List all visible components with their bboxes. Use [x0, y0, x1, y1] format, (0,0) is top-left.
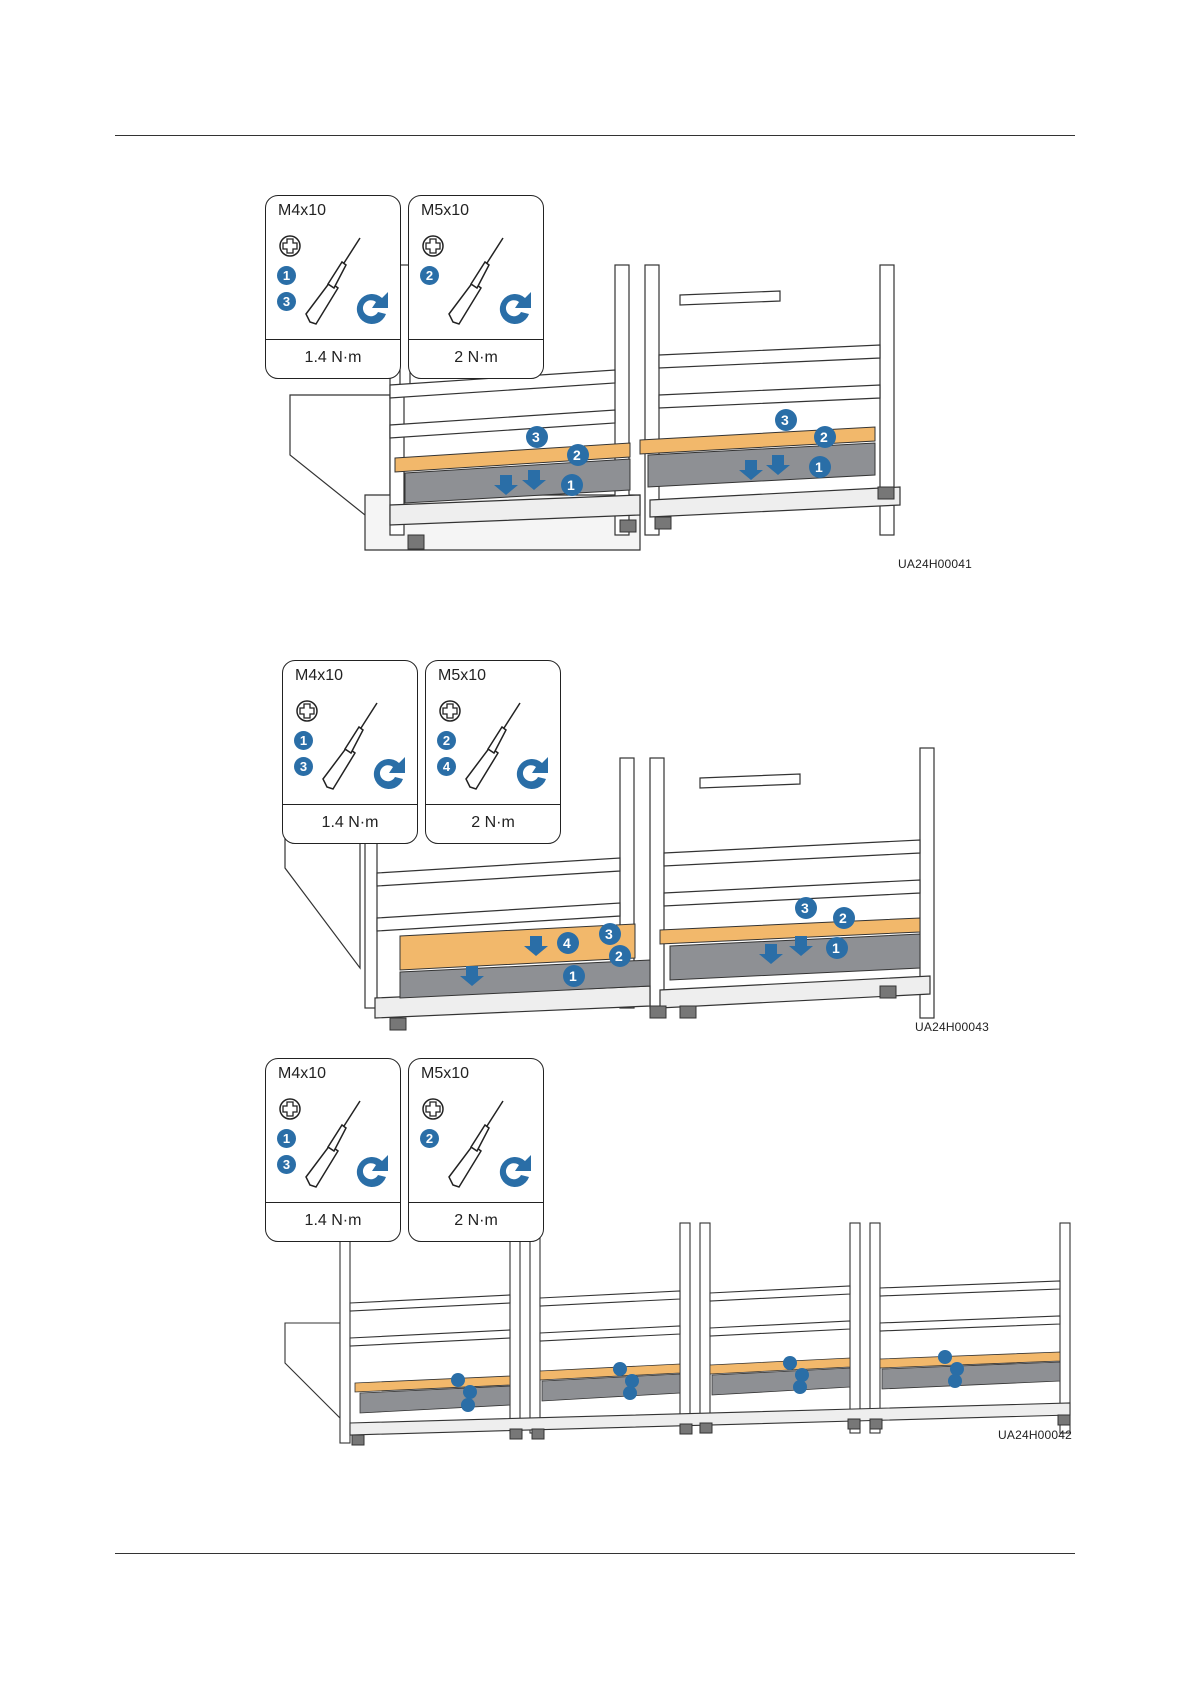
torque-value: 1.4 N·m	[266, 1202, 400, 1241]
tool-card-m5: M5x10 2 4 2 N·m	[425, 660, 561, 844]
screw-size-label: M4x10	[278, 202, 326, 220]
svg-text:3: 3	[532, 429, 540, 445]
step-badge: 2	[437, 731, 456, 750]
svg-text:1: 1	[815, 459, 823, 475]
tool-card-m5: M5x10 2 2 N·m	[408, 195, 544, 379]
svg-text:1: 1	[832, 940, 840, 956]
svg-text:3: 3	[781, 412, 789, 428]
step-badge: 1	[277, 266, 296, 285]
tool-card-m4: M4x10 1 3 1.4 N·m	[265, 1058, 401, 1242]
rotate-clockwise-icon	[512, 753, 552, 793]
figure-code: UA24H00043	[915, 1020, 989, 1034]
rotate-clockwise-icon	[495, 1151, 535, 1191]
screw-size-label: M5x10	[421, 202, 469, 220]
svg-text:2: 2	[573, 447, 581, 463]
step-badge: 3	[277, 1155, 296, 1174]
torque-value: 2 N·m	[409, 339, 543, 378]
step-badge: 2	[420, 266, 439, 285]
torque-value: 2 N·m	[426, 804, 560, 843]
step-list: 2	[420, 1129, 439, 1155]
svg-text:2: 2	[839, 910, 847, 926]
torque-value: 1.4 N·m	[266, 339, 400, 378]
figure-1: 3 2 1 3 2 1 M4x10 1 3 1.4 N·m	[280, 205, 990, 605]
screw-size-label: M5x10	[421, 1065, 469, 1083]
svg-text:1: 1	[569, 968, 577, 984]
rotate-clockwise-icon	[495, 288, 535, 328]
footer-rule	[115, 1553, 1075, 1554]
step-list: 2 4	[437, 731, 456, 783]
step-list: 1 3	[277, 266, 296, 318]
step-badge: 3	[277, 292, 296, 311]
figure-3: M4x10 1 3 1.4 N·m M5x10 2	[280, 1133, 1080, 1478]
step-badge: 1	[294, 731, 313, 750]
svg-text:4: 4	[563, 935, 571, 951]
step-badge: 2	[420, 1129, 439, 1148]
svg-text:1: 1	[567, 477, 575, 493]
torque-value: 1.4 N·m	[283, 804, 417, 843]
svg-text:2: 2	[820, 429, 828, 445]
rotate-clockwise-icon	[369, 753, 409, 793]
step-list: 1 3	[277, 1129, 296, 1181]
svg-text:2: 2	[615, 948, 623, 964]
step-badge: 3	[294, 757, 313, 776]
step-list: 1 3	[294, 731, 313, 783]
step-badge: 1	[277, 1129, 296, 1148]
step-badge: 4	[437, 757, 456, 776]
figure-code: UA24H00041	[898, 557, 972, 571]
svg-text:3: 3	[801, 900, 809, 916]
tool-card-m4: M4x10 1 3 1.4 N·m	[282, 660, 418, 844]
tool-card-m5: M5x10 2 2 N·m	[408, 1058, 544, 1242]
screw-size-label: M4x10	[278, 1065, 326, 1083]
rotate-clockwise-icon	[352, 1151, 392, 1191]
header-rule	[115, 135, 1075, 136]
svg-text:3: 3	[605, 926, 613, 942]
figure-2: 4 3 2 1 3 2 1 M4x10 1 3 1.4 N·	[280, 668, 1020, 1068]
torque-value: 2 N·m	[409, 1202, 543, 1241]
figure-code: UA24H00042	[998, 1428, 1072, 1442]
screw-size-label: M4x10	[295, 667, 343, 685]
rotate-clockwise-icon	[352, 288, 392, 328]
screw-size-label: M5x10	[438, 667, 486, 685]
tool-card-m4: M4x10 1 3 1.4 N·m	[265, 195, 401, 379]
step-list: 2	[420, 266, 439, 292]
